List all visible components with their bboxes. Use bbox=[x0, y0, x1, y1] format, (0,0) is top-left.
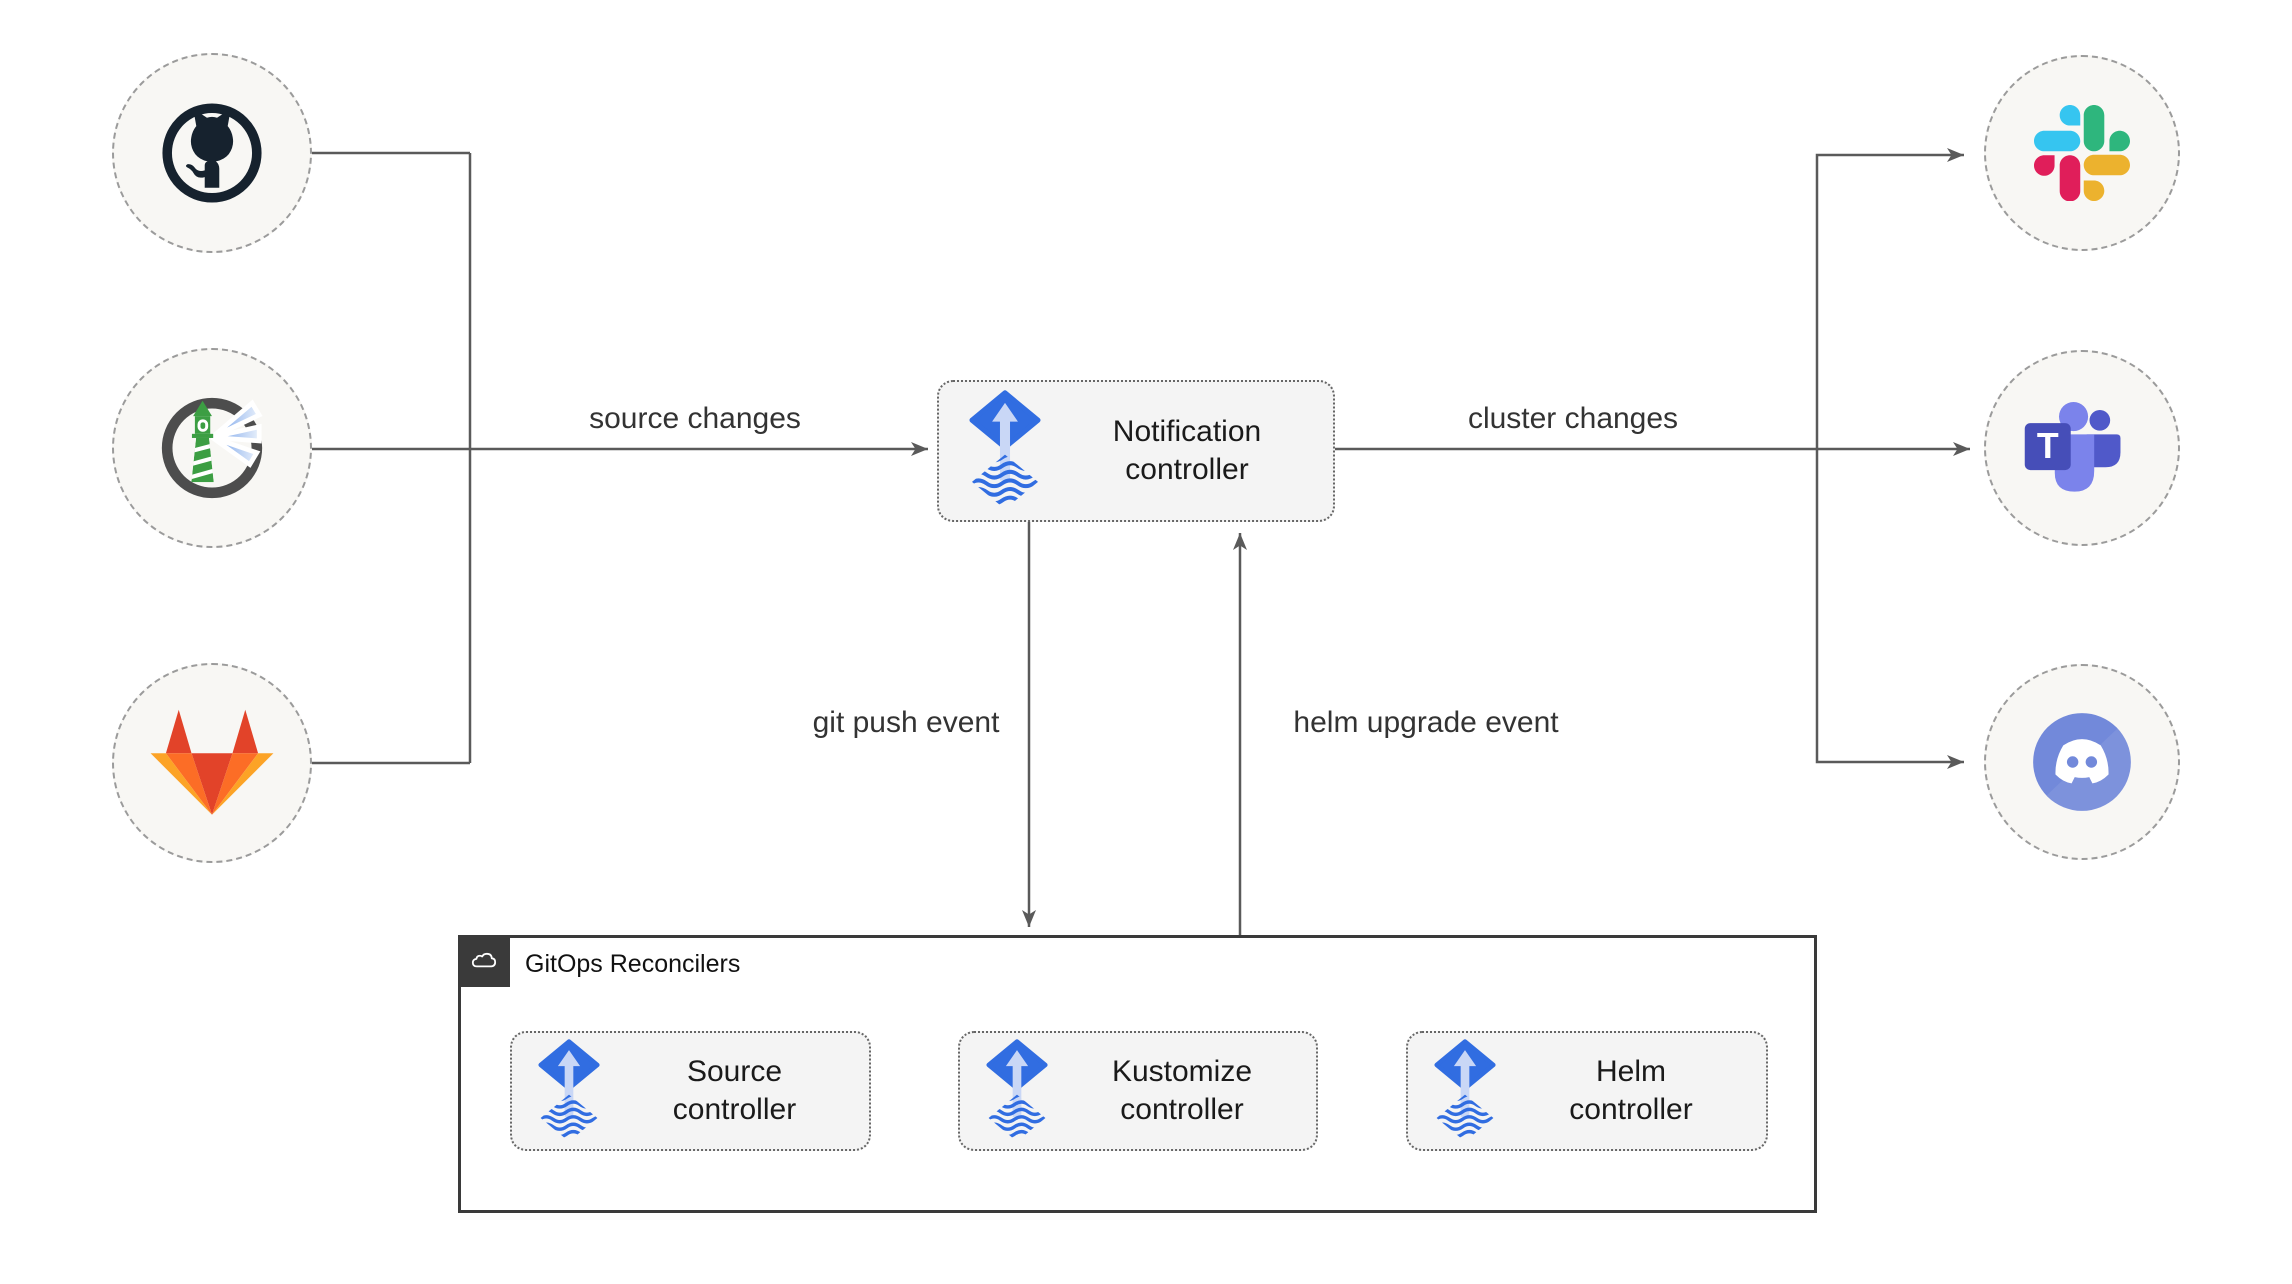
container-corner-badge bbox=[458, 935, 510, 987]
cloud-icon bbox=[466, 943, 502, 979]
edge-label-git-push-event: git push event bbox=[808, 706, 1004, 740]
microsoft-teams-icon bbox=[2021, 392, 2143, 505]
harbor-icon bbox=[153, 389, 271, 507]
node-github bbox=[112, 53, 312, 253]
gitlab-icon bbox=[148, 707, 276, 820]
kustomize-controller-box: Kustomize controller bbox=[958, 1031, 1318, 1151]
github-icon bbox=[156, 97, 268, 209]
gitops-reconcilers-title: GitOps Reconcilers bbox=[525, 950, 741, 978]
helm-controller-box: Helm controller bbox=[1406, 1031, 1768, 1151]
helm-controller-label: Helm controller bbox=[1569, 1055, 1693, 1126]
notification-controller-label: Notification controller bbox=[1112, 415, 1262, 486]
notification-controller-box: Notification controller bbox=[937, 380, 1335, 522]
edge-label-source-changes: source changes bbox=[585, 402, 805, 436]
flux-icon bbox=[969, 390, 1041, 512]
node-harbor bbox=[112, 348, 312, 548]
edge-cluster-changes-slack bbox=[1815, 148, 1964, 449]
edge-cluster-changes-discord bbox=[1815, 449, 1964, 769]
edge-label-helm-upgrade-event: helm upgrade event bbox=[1289, 706, 1563, 740]
flux-icon bbox=[1434, 1039, 1496, 1144]
source-controller-box: Source controller bbox=[510, 1031, 871, 1151]
flux-icon bbox=[986, 1039, 1048, 1144]
flux-icon bbox=[538, 1039, 600, 1144]
discord-icon bbox=[2030, 710, 2134, 814]
source-controller-label: Source controller bbox=[672, 1055, 797, 1126]
node-gitlab bbox=[112, 663, 312, 863]
node-teams bbox=[1984, 350, 2180, 546]
gitops-reconcilers-container: GitOps Reconcilers Source controller Kus… bbox=[458, 935, 1817, 1213]
node-discord bbox=[1984, 664, 2180, 860]
edge-label-cluster-changes: cluster changes bbox=[1463, 402, 1683, 436]
kustomize-controller-label: Kustomize controller bbox=[1111, 1055, 1253, 1126]
node-slack bbox=[1984, 55, 2180, 251]
slack-icon bbox=[2034, 105, 2130, 201]
